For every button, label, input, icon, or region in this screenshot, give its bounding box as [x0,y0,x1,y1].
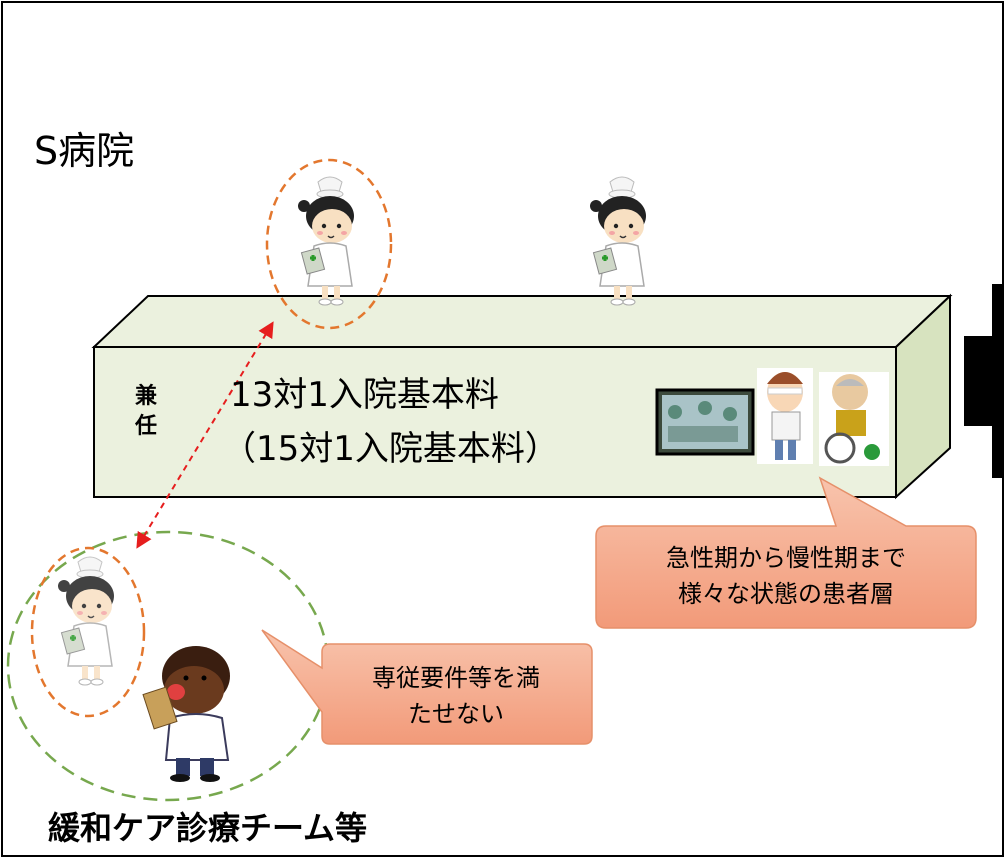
team-label: 緩和ケア診療チーム等 [48,809,368,847]
callout-requirements-line1: 専従要件等を満 [372,664,540,692]
callout-patients [595,476,977,629]
callout-requirements-text: 専従要件等を満 たせない [322,660,590,732]
callout-patients-line1: 急性期から慢性期まで [666,544,906,572]
nurse-figure-1 [296,175,356,307]
concurrent-label: 兼任 [134,384,157,439]
callout-requirements-line2: たせない [408,700,504,728]
doctor-figure [142,646,230,782]
highlight-circle-nurse-1 [265,158,393,330]
basic-fee-line2: （15対1入院基本料） [222,429,559,469]
basic-fee-line1: 13対1入院基本料 [230,375,499,415]
hospital-label: S病院 [34,129,135,173]
nurse-figure-3 [56,555,116,687]
callout-patients-text: 急性期から慢性期まで 様々な状態の患者層 [596,540,976,612]
surgery-image [655,388,755,456]
elderly-wheelchair-image [819,372,889,466]
callout-patients-line2: 様々な状態の患者層 [678,580,894,608]
nurse-figure-2 [588,175,648,307]
highlight-circle-nurse-3 [30,546,146,718]
injured-child-image [757,368,813,464]
callout-requirements [261,629,593,745]
right-arrow-shape [964,284,1003,478]
